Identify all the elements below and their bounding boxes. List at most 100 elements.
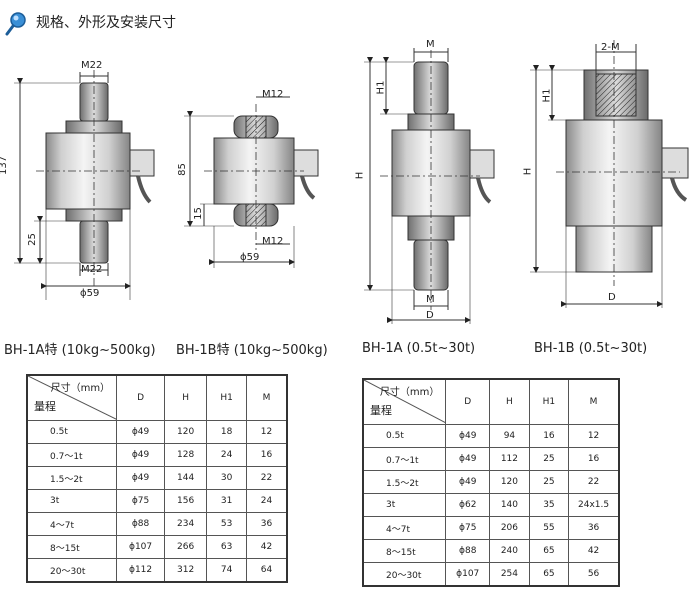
caption-bh1a-special: BH-1A特 (10kg~500kg) <box>4 343 156 358</box>
dim-m22-bottom: M22 <box>81 264 103 275</box>
col-header-h1: H1 <box>528 378 570 425</box>
drawing-bh1b <box>530 40 689 308</box>
table-header-row: 尺寸（mm） 量程 D H H1 M <box>26 374 288 421</box>
corner-diagonal <box>28 376 116 420</box>
table-cell: 234 <box>164 512 208 536</box>
table-cell: ϕ112 <box>116 558 166 583</box>
dim-h1-b: H1 <box>541 88 553 103</box>
corner-size-label: 尺寸（mm） <box>50 383 111 394</box>
table-cell: ϕ49 <box>445 470 491 494</box>
table-cell: 25 <box>528 447 570 471</box>
dim-h-b: H <box>522 167 534 176</box>
table-cell: 0.7～1t <box>362 447 447 471</box>
table-cell: 24x1.5 <box>568 493 620 517</box>
table-cell: 30 <box>206 466 248 490</box>
caption-bh1b-special: BH-1B特 (10kg~500kg) <box>176 343 328 358</box>
corner-diagonal <box>364 380 445 423</box>
table-cell: 35 <box>528 493 570 517</box>
table-cell: ϕ88 <box>445 539 491 563</box>
table-cell: 254 <box>489 562 530 587</box>
table-cell: 144 <box>164 466 208 490</box>
table-cell: 65 <box>528 539 570 563</box>
table-cell: 120 <box>164 420 208 444</box>
table-cell: 4～7t <box>362 516 447 540</box>
dim-m-top-a: M <box>426 39 435 50</box>
table-cell: 22 <box>246 466 288 490</box>
table-cell: 0.7～1t <box>26 443 118 467</box>
table-cell: ϕ49 <box>116 443 166 467</box>
table-cell: ϕ107 <box>445 562 491 587</box>
col-header-h1: H1 <box>206 374 248 421</box>
col-header-h: H <box>489 378 530 425</box>
table-cell: 65 <box>528 562 570 587</box>
dim-h-a: H <box>354 171 366 180</box>
caption-bh1a: BH-1A (0.5t~30t) <box>362 341 476 356</box>
table-cell: 240 <box>489 539 530 563</box>
dim-d-a: D <box>426 310 434 321</box>
dim-d-b: D <box>608 292 616 303</box>
table-header-row: 尺寸（mm） 量程 D H H1 M <box>362 378 620 425</box>
table-cell: 55 <box>528 516 570 540</box>
table-cell: 36 <box>568 516 620 540</box>
col-header-m: M <box>246 374 288 421</box>
caption-bh1b: BH-1B (0.5t~30t) <box>534 341 648 356</box>
table-cell: ϕ49 <box>116 466 166 490</box>
table-cell: ϕ49 <box>445 424 491 448</box>
corner-range-label: 量程 <box>34 400 56 413</box>
table-cell: ϕ49 <box>116 420 166 444</box>
page-header: 规格、外形及安装尺寸 <box>6 8 176 36</box>
table-corner-cell: 尺寸（mm） 量程 <box>362 378 447 425</box>
table-cell: 94 <box>489 424 530 448</box>
col-header-m: M <box>568 378 620 425</box>
table-cell: ϕ49 <box>445 447 491 471</box>
table-cell: 42 <box>568 539 620 563</box>
table-cell: 20～30t <box>362 562 447 587</box>
table-cell: 22 <box>568 470 620 494</box>
table-cell: ϕ75 <box>445 516 491 540</box>
table-cell: 12 <box>568 424 620 448</box>
table-cell: 0.5t <box>362 424 447 448</box>
table-cell: 3t <box>26 489 118 513</box>
table-cell: 42 <box>246 535 288 559</box>
dim-85: 85 <box>176 163 188 176</box>
table-cell: 63 <box>206 535 248 559</box>
table-cell: 1.5～2t <box>26 466 118 490</box>
dim-dia59-a: ϕ59 <box>80 288 100 299</box>
table-cell: 74 <box>206 558 248 583</box>
table-cell: 16 <box>528 424 570 448</box>
table-cell: ϕ75 <box>116 489 166 513</box>
table-cell: 64 <box>246 558 288 583</box>
table-cell: 53 <box>206 512 248 536</box>
table-cell: 312 <box>164 558 208 583</box>
dim-h1-a: H1 <box>375 80 387 95</box>
table-cell: ϕ107 <box>116 535 166 559</box>
table-cell: 4～7t <box>26 512 118 536</box>
drawing-bh1a-special <box>14 70 155 300</box>
table-cell: 8～15t <box>362 539 447 563</box>
table-cell: 1.5～2t <box>362 470 447 494</box>
dim-137: 137 <box>0 155 10 176</box>
table-cell: 156 <box>164 489 208 513</box>
table-cell: ϕ62 <box>445 493 491 517</box>
page-title: 规格、外形及安装尺寸 <box>36 15 176 31</box>
magnifier-icon <box>5 12 26 36</box>
dim-m22-top: M22 <box>81 60 103 71</box>
table-cell: 140 <box>489 493 530 517</box>
col-header-h: H <box>164 374 208 421</box>
table-cell: 56 <box>568 562 620 587</box>
col-header-d: D <box>445 378 491 425</box>
drawing-bh1b-special <box>184 96 319 268</box>
table-cell: 36 <box>246 512 288 536</box>
